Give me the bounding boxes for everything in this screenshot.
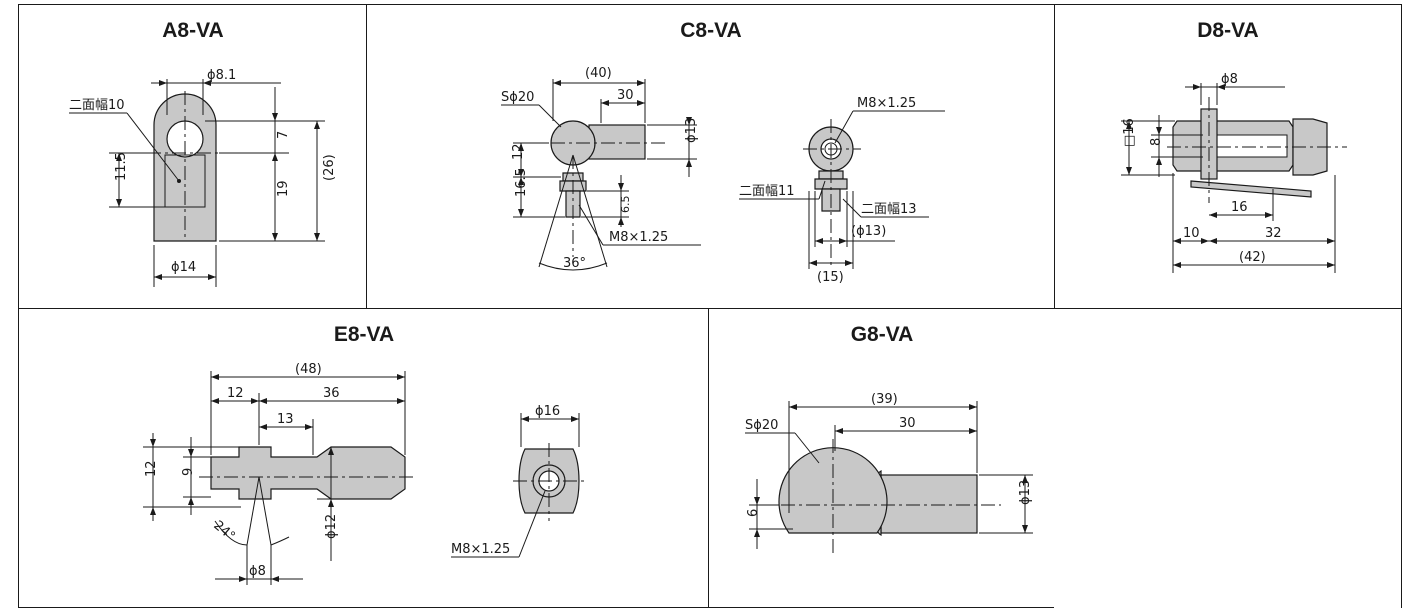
dim-6: 6 [746, 509, 761, 517]
dim-16-5: 16.5 [514, 168, 529, 197]
dim-15: (15) [817, 270, 844, 285]
label-flat-11: 二面幅11 [739, 184, 795, 199]
panel-title-g8-va: G8-VA [850, 323, 914, 346]
dim-30: 30 [899, 416, 916, 431]
dim-48: (48) [295, 362, 322, 377]
dim-12-top: 12 [227, 386, 244, 401]
panel-d8-va: D8-VA ϕ8 □16 8 16 [1054, 4, 1402, 310]
dim-square-16: □16 [1122, 118, 1137, 147]
dim-phi-14: ϕ14 [171, 260, 196, 275]
dim-42: (42) [1239, 250, 1266, 265]
dim-12-left: 12 [144, 460, 159, 477]
dim-phi-13-ref: (ϕ13) [851, 224, 886, 239]
dim-13: 13 [277, 412, 294, 427]
dim-11-5: 11.5 [114, 152, 129, 181]
panel-c8-va: C8-VA 36° (40) 30 Sϕ20 ϕ13 [366, 4, 1056, 310]
dim-phi-12: ϕ12 [324, 514, 339, 539]
dim-36-deg: 36° [563, 256, 586, 271]
dim-39: (39) [871, 392, 898, 407]
dim-7: 7 [276, 131, 291, 139]
label-m8-thread: M8×1.25 [451, 542, 510, 557]
drawing-e8-va: (48) 12 36 13 12 9 24° ϕ12 [143, 362, 585, 585]
dim-19: 19 [276, 180, 291, 197]
dim-40: (40) [585, 66, 612, 81]
dim-6-5: 6.5 [619, 196, 632, 214]
panel-title-c8-va: C8-VA [680, 19, 742, 42]
panel-title-a8-va: A8-VA [162, 19, 224, 42]
dim-phi-13: ϕ13 [1018, 480, 1033, 505]
dim-8: 8 [1149, 138, 1164, 146]
drawing-d8-va: ϕ8 □16 8 16 10 32 (42) [1121, 72, 1347, 273]
dim-26: (26) [322, 154, 337, 181]
label-m8-thread-left: M8×1.25 [609, 230, 668, 245]
dim-9: 9 [181, 468, 196, 476]
label-s-phi-20: Sϕ20 [501, 90, 534, 105]
dim-36: 36 [323, 386, 340, 401]
dim-16: 16 [1231, 200, 1248, 215]
label-m8-thread-right: M8×1.25 [857, 96, 916, 111]
dim-phi-8-1: ϕ8.1 [207, 68, 236, 83]
label-s-phi-20: Sϕ20 [745, 418, 778, 433]
panel-title-e8-va: E8-VA [333, 323, 395, 346]
panel-empty [1054, 308, 1402, 608]
dim-phi-8: ϕ8 [249, 564, 266, 579]
drawing-g8-va: (39) 30 Sϕ20 6 ϕ13 [745, 392, 1033, 553]
dim-10: 10 [1183, 226, 1200, 241]
dim-30: 30 [617, 88, 634, 103]
dim-phi-16: ϕ16 [535, 404, 560, 419]
drawing-c8-va: 36° (40) 30 Sϕ20 ϕ13 12 16.5 6.5 [501, 66, 945, 285]
panel-e8-va: E8-VA (48) 12 36 13 12 9 [18, 308, 710, 608]
dim-12: 12 [511, 143, 526, 160]
dim-phi-8: ϕ8 [1221, 72, 1238, 87]
panel-g8-va: G8-VA (39) 30 Sϕ20 6 ϕ13 [708, 308, 1056, 608]
drawing-a8-va: ϕ8.1 二面幅10 7 19 (26) 11.5 ϕ14 [69, 68, 337, 287]
dim-32: 32 [1265, 226, 1282, 241]
panel-title-d8-va: D8-VA [1197, 19, 1259, 42]
label-flat-13: 二面幅13 [861, 202, 917, 217]
panel-a8-va: A8-VA ϕ8.1 二面幅10 7 19 (26) 11.5 [18, 4, 368, 310]
label-flat-10: 二面幅10 [69, 98, 125, 113]
dim-phi-13: ϕ13 [684, 118, 699, 143]
